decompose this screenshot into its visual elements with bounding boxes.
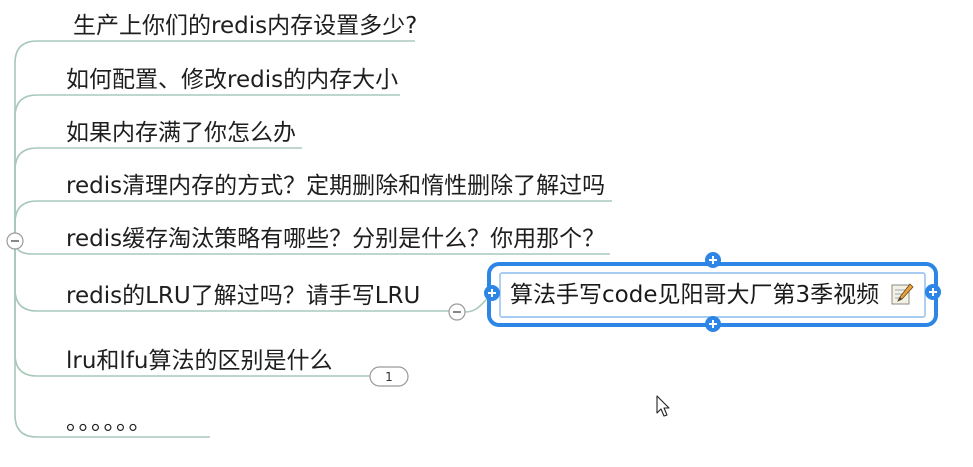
topic-lru-vs-lfu[interactable]: lru和lfu算法的区别是什么 <box>66 348 333 374</box>
selected-subtopic-label[interactable]: 算法手写code见阳哥大厂第3季视频 <box>510 282 880 308</box>
add-parent-handle-top[interactable] <box>705 252 721 268</box>
badge-count: 1 <box>385 370 393 384</box>
topic-lru[interactable]: redis的LRU了解过吗？请手写LRU <box>66 283 421 309</box>
topic-memory-full[interactable]: 如果内存满了你怎么办 <box>66 120 296 146</box>
add-sibling-handle-bottom[interactable] <box>705 316 721 332</box>
collapse-toggle-lru-topic[interactable] <box>448 303 466 321</box>
add-topic-icon <box>929 288 937 296</box>
branch-line-2 <box>14 94 400 241</box>
add-topic-icon <box>709 256 717 264</box>
branch-line-3 <box>14 147 302 241</box>
topic-ellipsis[interactable]: 。。。。。。 <box>66 409 153 435</box>
branch-line-8 <box>14 241 210 438</box>
topic-redis-memory-setting[interactable]: 生产上你们的redis内存设置多少? <box>73 13 418 39</box>
collapse-toggle-root[interactable] <box>6 232 24 250</box>
mouse-cursor-icon <box>656 395 670 417</box>
topic-memory-cleanup[interactable]: redis清理内存的方式？定期删除和惰性删除了解过吗 <box>66 173 606 199</box>
branch-line-4 <box>14 200 612 241</box>
collapsed-children-badge[interactable]: 1 <box>369 366 409 387</box>
topic-eviction-policies[interactable]: redis缓存淘汰策略有哪些？分别是什么？你用那个？ <box>66 226 606 252</box>
branch-line-1 <box>14 40 415 241</box>
add-topic-icon <box>709 320 717 328</box>
topic-configure-memory[interactable]: 如何配置、修改redis的内存大小 <box>66 67 399 93</box>
add-child-handle-right[interactable] <box>925 284 941 300</box>
add-topic-icon <box>488 289 496 297</box>
note-icon[interactable] <box>890 282 914 306</box>
add-handle-left[interactable] <box>484 285 500 301</box>
